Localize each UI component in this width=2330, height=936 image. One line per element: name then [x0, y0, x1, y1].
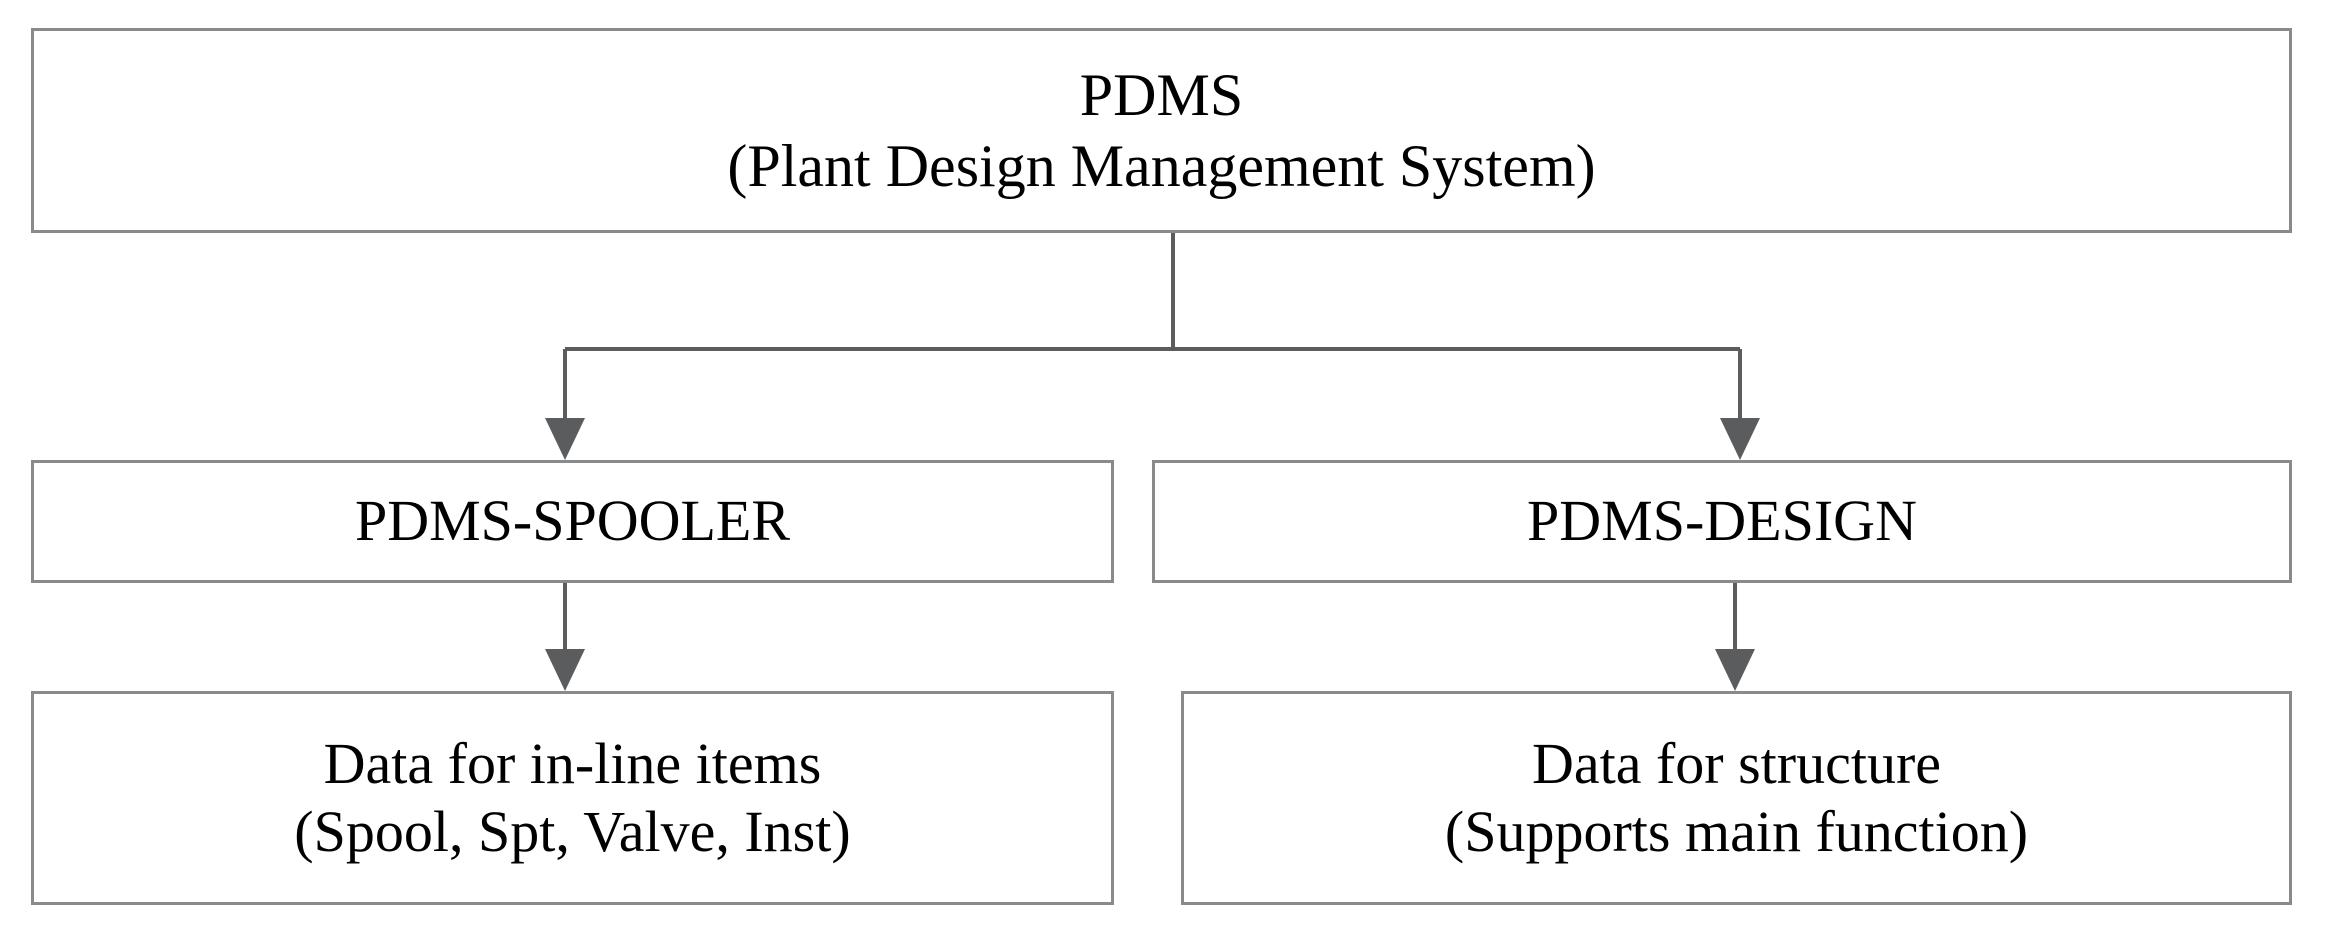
node-data-for-in-line-items: Data for in-line items (Spool, Spt, Valv… [31, 691, 1114, 905]
node-pdms-design: PDMS-DESIGN [1152, 460, 2292, 583]
arrowhead-root-to-spooler [545, 418, 585, 460]
node-data-for-in-line-items-line2: (Spool, Spt, Valve, Inst) [294, 799, 851, 864]
node-data-for-structure-line2: (Supports main function) [1444, 799, 2029, 864]
node-pdms-spooler: PDMS-SPOOLER [31, 460, 1114, 583]
arrowhead-root-to-design [1720, 418, 1760, 460]
node-data-for-structure-line1: Data for structure [1531, 730, 1942, 796]
node-pdms-spooler-label: PDMS-SPOOLER [354, 488, 791, 554]
node-pdms-root-line1: PDMS [1079, 61, 1244, 128]
node-data-for-structure: Data for structure (Supports main functi… [1181, 691, 2292, 905]
node-pdms-design-label: PDMS-DESIGN [1527, 488, 1917, 554]
node-pdms-root: PDMS (Plant Design Management System) [31, 28, 2292, 233]
node-data-for-in-line-items-line1: Data for in-line items [323, 730, 822, 796]
node-pdms-root-line2: (Plant Design Management System) [727, 132, 1596, 199]
arrowhead-spooler-to-data [545, 649, 585, 691]
arrowhead-design-to-data [1715, 649, 1755, 691]
